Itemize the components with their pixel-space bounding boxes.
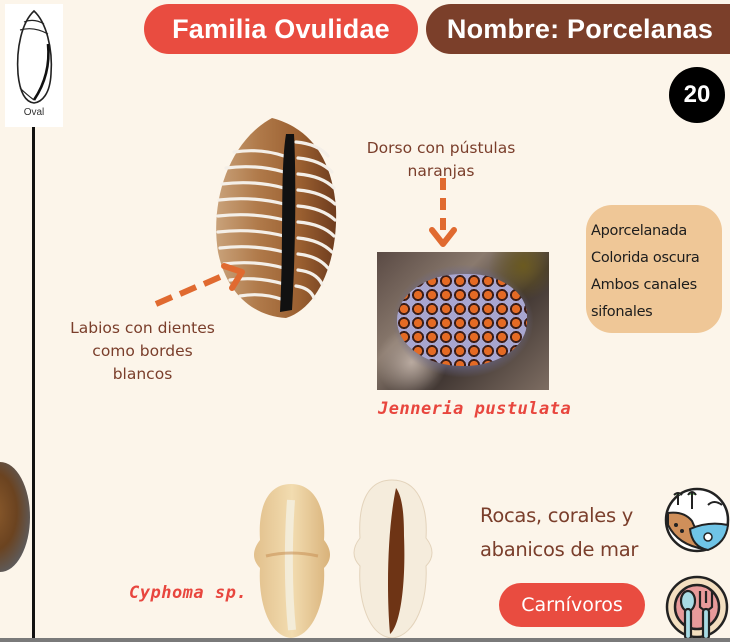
dorso-annotation: Dorso con pústulas naranjas xyxy=(346,137,536,183)
bottom-border xyxy=(0,638,730,642)
page-number-badge: 20 xyxy=(669,67,725,123)
trait-item: Ambos canales xyxy=(591,277,697,293)
cyphoma-dorsal-image xyxy=(254,484,330,638)
shape-reference-card: Oval xyxy=(5,4,63,127)
habitat-line-1: Rocas, corales y xyxy=(480,504,633,527)
species-label-cyphoma: Cyphoma sp. xyxy=(129,583,248,603)
dorso-line-2: naranjas xyxy=(407,162,475,180)
timeline-line xyxy=(32,127,35,639)
habitat-text: Rocas, corales y abanicos de mar xyxy=(480,499,660,567)
adjacent-shell-image xyxy=(0,462,30,572)
labios-line-3: blancos xyxy=(112,365,173,383)
shape-label: Oval xyxy=(23,107,45,118)
ribbed-shell-image xyxy=(216,118,337,318)
dorso-line-1: Dorso con pústulas xyxy=(366,139,516,157)
trait-item: Colorida oscura xyxy=(591,250,700,266)
common-name-title: Nombre: Porcelanas xyxy=(426,4,730,54)
labios-line-1: Labios con dientes xyxy=(70,319,215,337)
diet-badge: Carnívoros xyxy=(499,583,645,627)
arrow-down-icon xyxy=(429,178,457,247)
spotted-mantle xyxy=(397,274,527,366)
habitat-line-2: abanicos de mar xyxy=(480,538,639,561)
trait-item: Aporcelanada xyxy=(591,223,688,239)
arrow-up-right-icon xyxy=(154,263,245,307)
trait-item: sifonales xyxy=(591,304,653,320)
cyphoma-ventral-image xyxy=(353,479,433,639)
labios-annotation: Labios con dientes como bordes blancos xyxy=(50,317,235,386)
plate-cutlery-icon xyxy=(665,575,729,641)
oval-shell-outline-icon xyxy=(16,9,53,104)
jenneria-photo xyxy=(377,252,549,390)
coastal-habitat-icon xyxy=(664,487,730,553)
traits-box: Aporcelanada Colorida oscura Ambos canal… xyxy=(586,205,722,333)
labios-line-2: como bordes xyxy=(92,342,193,360)
family-title: Familia Ovulidae xyxy=(144,4,418,54)
species-label-jenneria: Jenneria pustulata xyxy=(378,399,572,419)
